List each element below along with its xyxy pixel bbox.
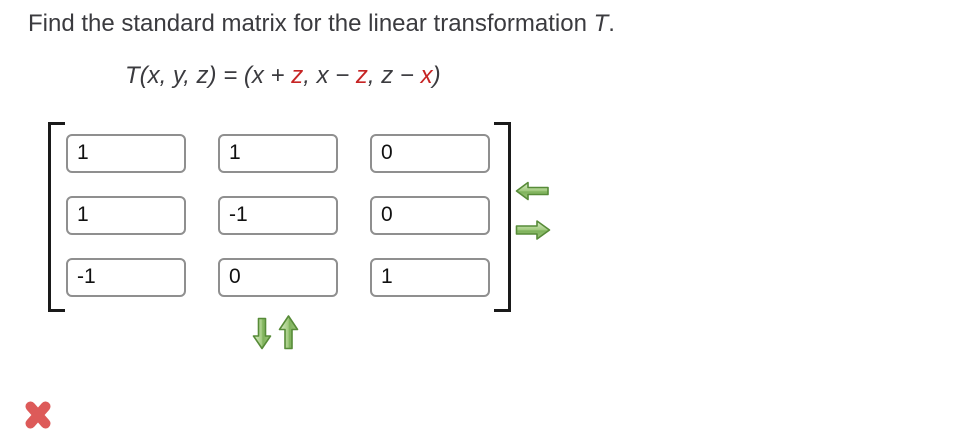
column-resize-controls <box>515 181 551 241</box>
incorrect-x-icon <box>24 401 52 435</box>
matrix-cell-0-1[interactable] <box>218 134 338 173</box>
formula-segment: , z − <box>367 62 421 89</box>
page-title: Find the standard matrix for the linear … <box>28 10 615 38</box>
matrix-right-bracket <box>494 122 511 312</box>
title-variable: T <box>593 10 609 37</box>
matrix-grid <box>66 134 490 297</box>
formula-segment-highlight: z <box>291 62 304 89</box>
matrix-cell-2-0[interactable] <box>66 258 186 297</box>
matrix-cell-2-1[interactable] <box>218 258 338 297</box>
right-arrow-icon[interactable] <box>515 219 551 241</box>
matrix-cell-0-2[interactable] <box>370 134 490 173</box>
formula-segment-highlight: x <box>420 62 433 89</box>
left-arrow-icon[interactable] <box>515 181 551 201</box>
matrix-answer-area <box>48 122 511 312</box>
status-badge <box>24 399 52 431</box>
up-arrow-icon[interactable] <box>278 314 299 350</box>
transformation-formula: T(x, y, z) = (x + z, x − z, z − x) <box>125 62 441 90</box>
matrix-cell-1-1[interactable] <box>218 196 338 235</box>
matrix-cell-0-0[interactable] <box>66 134 186 173</box>
formula-segment-highlight: z <box>355 62 368 89</box>
down-arrow-icon[interactable] <box>252 317 272 350</box>
matrix-cell-1-0[interactable] <box>66 196 186 235</box>
formula-segment: ) <box>432 62 441 89</box>
title-text: Find the standard matrix for the linear … <box>28 10 594 37</box>
row-resize-controls <box>252 314 299 350</box>
title-period: . <box>608 10 615 37</box>
formula-segment: , x − <box>303 62 356 89</box>
matrix-cell-2-2[interactable] <box>370 258 490 297</box>
matrix-cell-1-2[interactable] <box>370 196 490 235</box>
formula-segment: T(x, y, z) = (x + <box>125 62 292 89</box>
matrix-left-bracket <box>48 122 65 312</box>
